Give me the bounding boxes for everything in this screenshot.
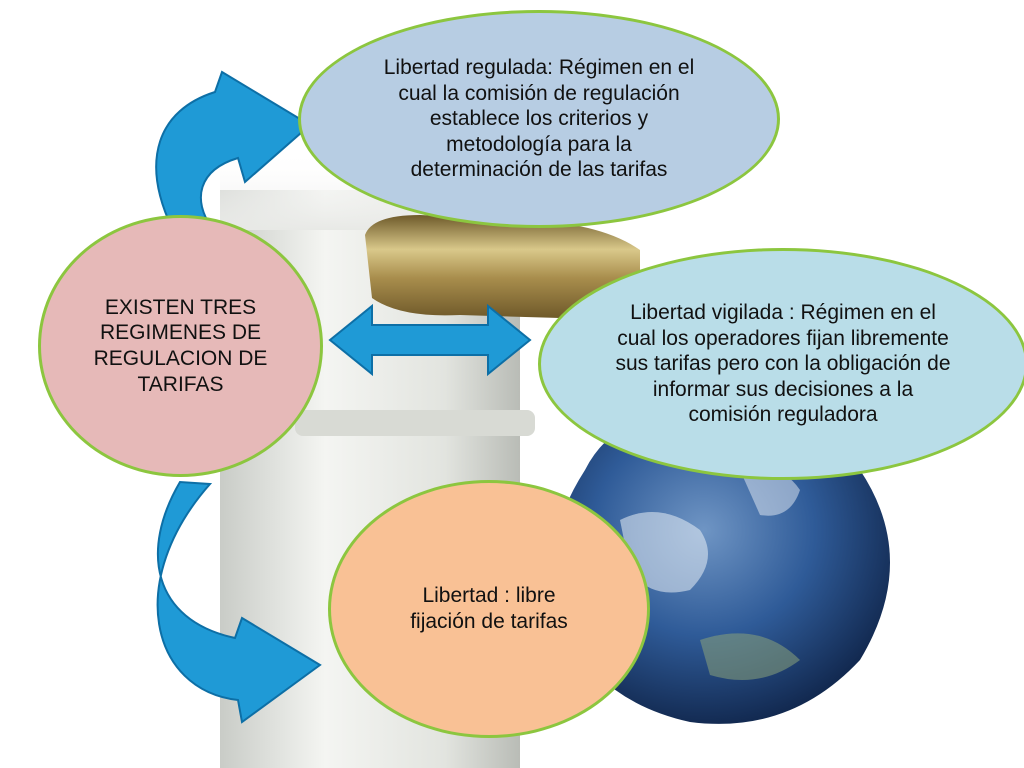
node-libertad-regulada-text: Libertad regulada: Régimen en el cual la…: [383, 55, 695, 182]
node-central-regimenes: EXISTEN TRES REGIMENES DE REGULACION DE …: [38, 215, 323, 477]
node-libertad-regulada: Libertad regulada: Régimen en el cual la…: [298, 10, 780, 228]
double-arrow-icon: [328, 303, 532, 377]
faucet: [365, 215, 640, 330]
curved-arrow-down-icon: [156, 480, 322, 724]
node-libertad-libre: Libertad : libre fijación de tarifas: [328, 480, 650, 738]
node-libertad-libre-text: Libertad : libre fijación de tarifas: [410, 584, 568, 633]
node-libertad-vigilada-text: Libertad vigilada : Régimen en el cual l…: [615, 300, 951, 427]
node-central-regimenes-text: EXISTEN TRES REGIMENES DE REGULACION DE …: [93, 295, 268, 396]
curved-arrow-up-icon: [155, 70, 312, 229]
node-libertad-vigilada: Libertad vigilada : Régimen en el cual l…: [538, 248, 1024, 480]
